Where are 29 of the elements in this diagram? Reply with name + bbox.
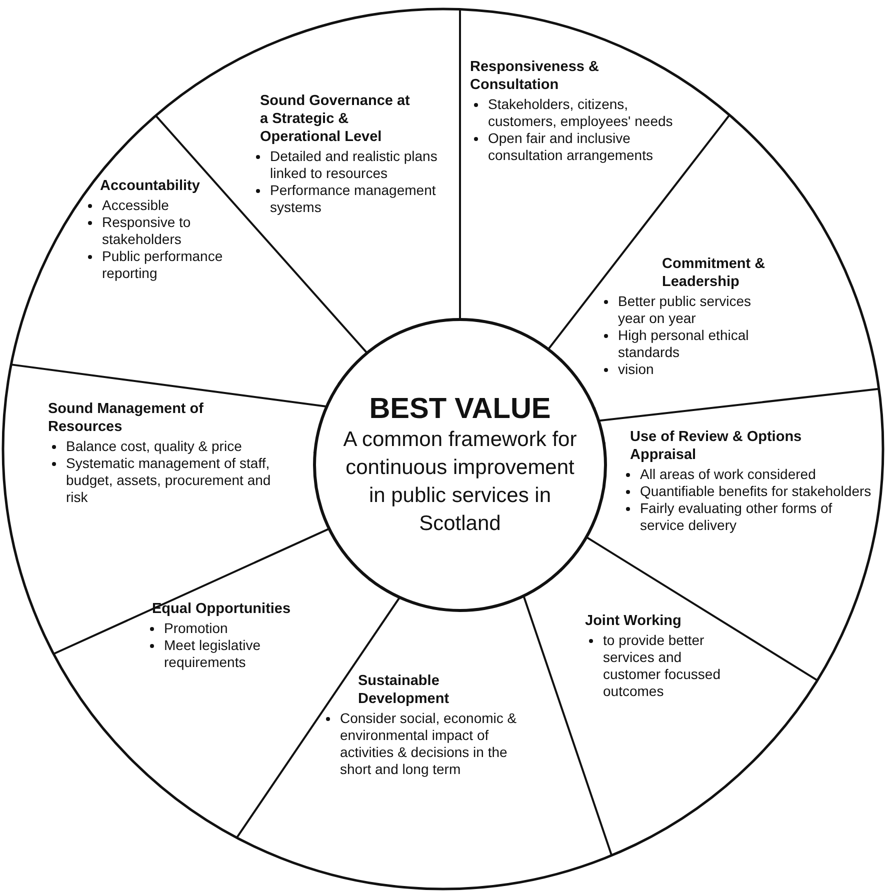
segment-heading: Responsiveness & Consultation [470,58,600,94]
bullet-text: Meet legislative requirements [164,637,262,671]
segment-heading: Sustainable Development [358,672,450,708]
bullet-text: Systematic management of staff, budget, assets, procurement and risk [66,455,272,506]
bullet-text: to provide better services and customer focussed outcomes [603,632,722,700]
bullet-text: Open fair and inclusive consultation arrangements [488,130,654,164]
bullet-text: Responsive to stakeholders [102,214,192,248]
segment-heading: Equal Opportunities [152,600,292,618]
segment-heading: Sound Governance at a Strategic & Operational Level [260,92,411,146]
bullet-text: Fairly evaluating other forms of service delivery [640,500,834,534]
bullet-text: Stakeholders, citizens, customers, employees' needs [488,96,674,130]
segment-heading: Use of Review & Options Appraisal [630,428,803,464]
bullet-text: Performance management systems [270,182,437,216]
bullet-text: Detailed and realistic plans linked to resources [270,148,438,182]
bullet-text: Better public services year on year [618,293,752,327]
bullet-text: All areas of work considered [640,466,816,483]
segment-heading: Joint Working [585,612,682,630]
center-title: BEST VALUE [369,392,551,426]
bullet-text: Promotion [164,620,228,637]
bullet-text: Balance cost, quality & price [66,438,242,455]
bullet-text: vision [618,361,654,378]
bullet-text: Public performance reporting [102,248,224,282]
segment-heading: Sound Management of Resources [48,400,204,436]
bullet-text: Consider social, economic & environmental impact of activities & decisions in the short and long term [340,710,518,778]
center-text: A common framework for continuous improvement in public services in Scotland [342,427,578,537]
bullet-text: Quantifiable benefits for stakeholders [640,483,872,500]
bullet-text: Accessible [102,197,169,214]
segment-heading: Commitment & Leadership [662,255,766,291]
segment-heading: Accountability [100,177,201,195]
